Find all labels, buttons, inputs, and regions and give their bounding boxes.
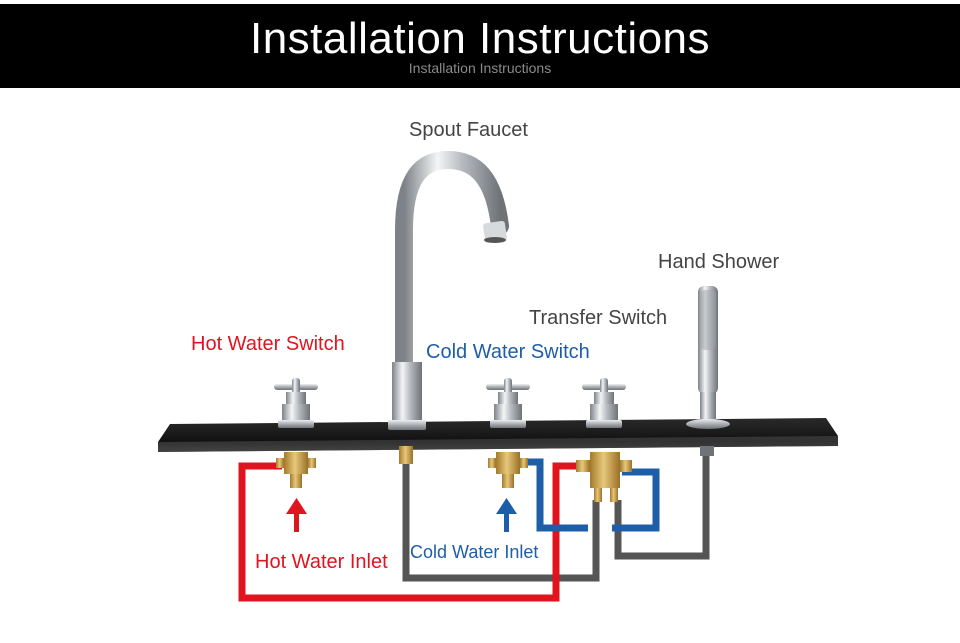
hot-water-inlet-label: Hot Water Inlet xyxy=(255,551,388,574)
hot-inlet-arrow xyxy=(286,498,307,532)
spout-faucet-label: Spout Faucet xyxy=(409,119,528,142)
cold-water-switch-label: Cold Water Switch xyxy=(426,341,590,364)
hot-water-switch-label: Hot Water Switch xyxy=(191,333,345,356)
transfer-switch-label: Transfer Switch xyxy=(529,307,667,330)
cold-inlet-arrow xyxy=(496,498,517,532)
hand-shower xyxy=(686,286,730,429)
hot-valve-body xyxy=(276,452,316,488)
transfer-valve-body xyxy=(576,452,632,502)
hand-shower-label: Hand Shower xyxy=(658,251,779,274)
hand-shower-connector xyxy=(700,446,714,456)
hot-water-handle xyxy=(274,378,318,428)
cold-valve-body xyxy=(488,452,528,488)
spout-connector xyxy=(399,446,413,464)
cold-water-handle xyxy=(486,378,530,428)
cold-water-inlet-label: Cold Water Inlet xyxy=(410,542,538,563)
transfer-switch-handle xyxy=(582,378,626,428)
